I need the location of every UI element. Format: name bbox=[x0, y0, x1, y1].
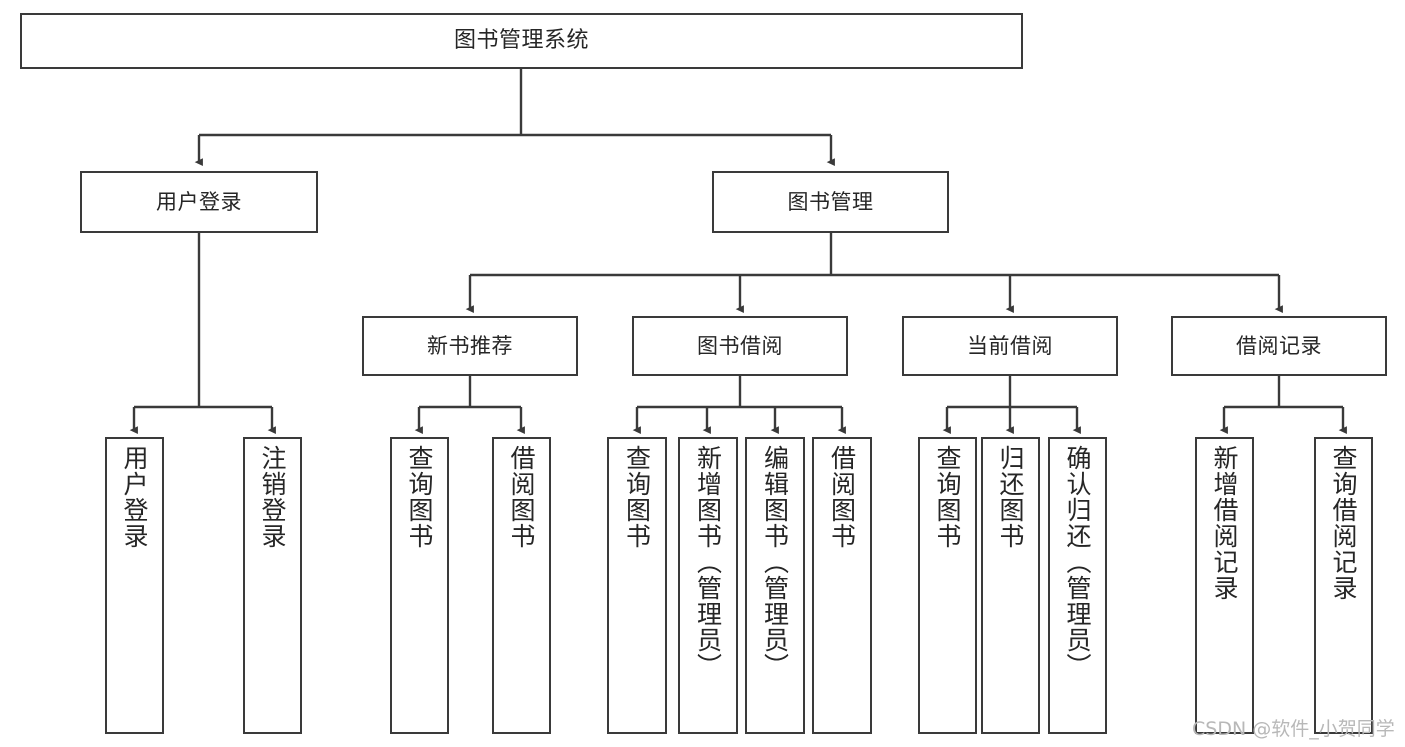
node-book-management-label: 图书管理 bbox=[787, 189, 874, 214]
node-leaf-recommend-query-book[interactable]: 查询图书 bbox=[390, 437, 449, 734]
node-new-book-recommend-label: 新书推荐 bbox=[427, 333, 513, 358]
node-leaf-add-borrow-record[interactable]: 新增借阅记录 bbox=[1195, 437, 1254, 734]
node-current-borrow-label: 当前借阅 bbox=[967, 333, 1053, 358]
node-leaf-add-book-admin-label: 新增图书（管理员） bbox=[693, 445, 723, 679]
node-leaf-current-query-book-label: 查询图书 bbox=[933, 445, 962, 549]
node-leaf-borrow-query-book[interactable]: 查询图书 bbox=[607, 437, 667, 734]
csdn-watermark: CSDN @软件_小贺同学 bbox=[1192, 718, 1395, 740]
node-leaf-borrow-book[interactable]: 借阅图书 bbox=[812, 437, 872, 734]
node-leaf-return-book[interactable]: 归还图书 bbox=[981, 437, 1040, 734]
node-leaf-confirm-return-admin[interactable]: 确认归还（管理员） bbox=[1048, 437, 1107, 734]
node-leaf-user-login-label: 用户登录 bbox=[120, 445, 149, 549]
node-leaf-borrow-query-book-label: 查询图书 bbox=[622, 445, 652, 549]
node-leaf-current-query-book[interactable]: 查询图书 bbox=[918, 437, 977, 734]
node-root-system[interactable]: 图书管理系统 bbox=[20, 13, 1023, 69]
node-leaf-logout[interactable]: 注销登录 bbox=[243, 437, 302, 734]
node-current-borrow[interactable]: 当前借阅 bbox=[902, 316, 1118, 376]
node-leaf-borrow-book-label: 借阅图书 bbox=[827, 445, 857, 549]
node-leaf-add-book-admin[interactable]: 新增图书（管理员） bbox=[678, 437, 738, 734]
node-leaf-query-borrow-record[interactable]: 查询借阅记录 bbox=[1314, 437, 1373, 734]
node-borrow-record[interactable]: 借阅记录 bbox=[1171, 316, 1387, 376]
node-book-borrow[interactable]: 图书借阅 bbox=[632, 316, 848, 376]
node-book-management[interactable]: 图书管理 bbox=[712, 171, 949, 233]
node-borrow-record-label: 借阅记录 bbox=[1236, 333, 1322, 358]
node-book-borrow-label: 图书借阅 bbox=[697, 333, 783, 358]
node-leaf-logout-label: 注销登录 bbox=[258, 445, 287, 549]
node-new-book-recommend[interactable]: 新书推荐 bbox=[362, 316, 578, 376]
node-leaf-confirm-return-admin-label: 确认归还（管理员） bbox=[1063, 445, 1092, 679]
node-leaf-edit-book-admin[interactable]: 编辑图书（管理员） bbox=[745, 437, 805, 734]
node-leaf-recommend-borrow-book[interactable]: 借阅图书 bbox=[492, 437, 551, 734]
node-user-login-label: 用户登录 bbox=[156, 189, 242, 214]
node-leaf-query-borrow-record-label: 查询借阅记录 bbox=[1329, 445, 1358, 601]
node-leaf-add-borrow-record-label: 新增借阅记录 bbox=[1210, 445, 1239, 601]
node-leaf-edit-book-admin-label: 编辑图书（管理员） bbox=[760, 445, 790, 679]
node-user-login[interactable]: 用户登录 bbox=[80, 171, 318, 233]
node-leaf-recommend-borrow-book-label: 借阅图书 bbox=[507, 445, 536, 549]
node-leaf-return-book-label: 归还图书 bbox=[996, 445, 1025, 549]
node-leaf-user-login[interactable]: 用户登录 bbox=[105, 437, 164, 734]
node-leaf-recommend-query-book-label: 查询图书 bbox=[405, 445, 434, 549]
node-root-system-label: 图书管理系统 bbox=[453, 28, 589, 54]
